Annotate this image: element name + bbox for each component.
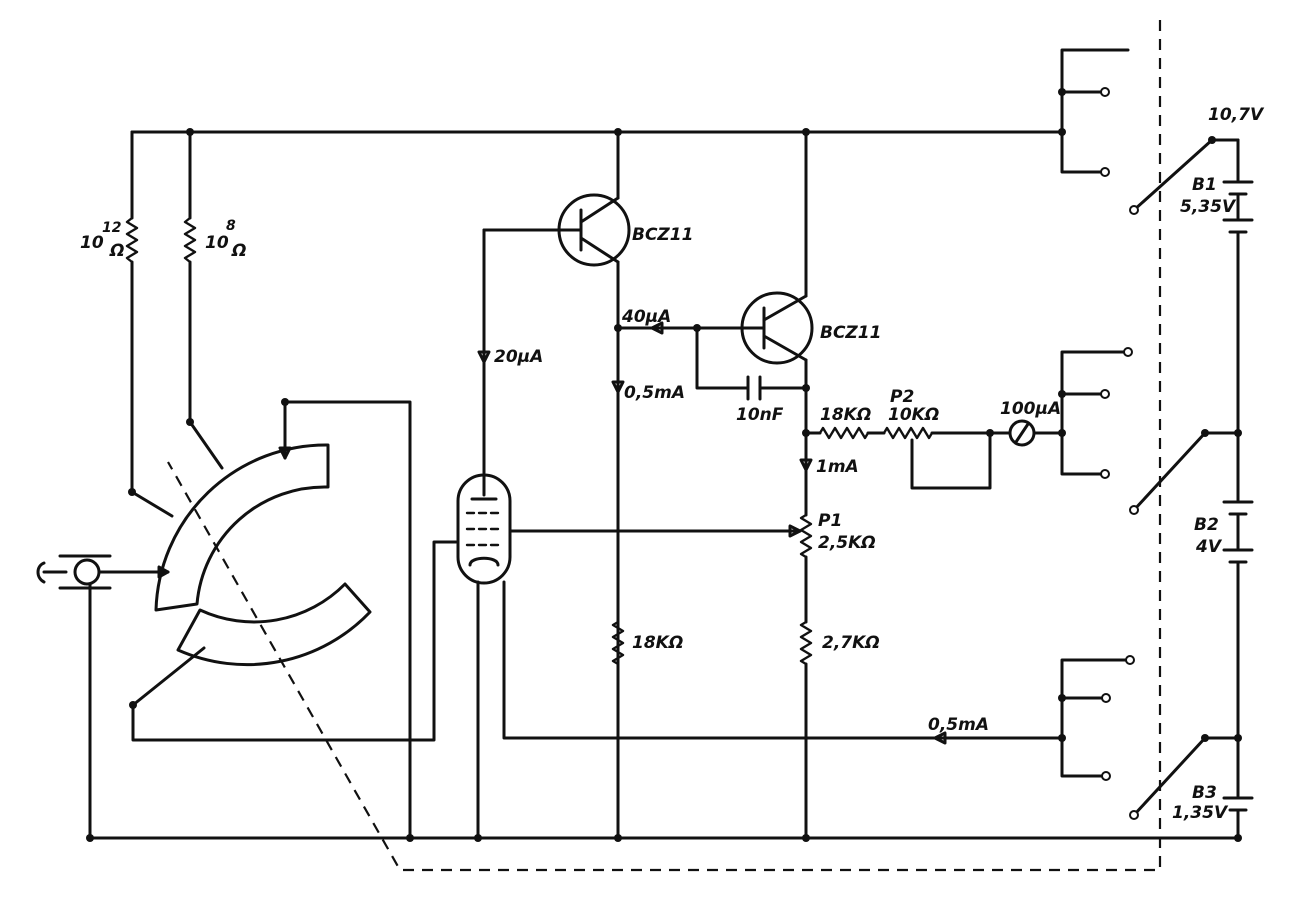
label-i-20ua: 20µA [494, 347, 543, 367]
label-meter: 100µA [1000, 399, 1061, 419]
label-t2: BCZ11 [820, 323, 881, 343]
battery-stack [1222, 138, 1254, 840]
label-b1-name: B1 [1192, 175, 1217, 195]
transistor-t2 [616, 130, 814, 365]
switch-blade-middle [1132, 431, 1240, 512]
electrometer-tube [456, 228, 1064, 840]
label-i-1ma: 1mA [816, 457, 859, 477]
label-i-05ma-bottom: 0,5mA [928, 715, 989, 735]
label-p2-name: P2 [890, 387, 914, 407]
selector-top [1060, 48, 1130, 174]
open-terminals [1100, 87, 1139, 820]
label-r8-base: 10 [205, 233, 229, 253]
label-r12-base: 10 [80, 233, 104, 253]
junction-dots [86, 88, 1242, 842]
label-p2-val: 10KΩ [888, 405, 939, 425]
capacitor-10nf [695, 326, 808, 401]
input-connector [36, 554, 170, 840]
label-p1-val: 2,5KΩ [818, 533, 876, 553]
label-b2-name: B2 [1194, 515, 1219, 535]
label-r12-exp: 12 [102, 220, 121, 236]
labels: 10 12 Ω 10 8 Ω BCZ11 BCZ11 20µA 40µA 0,5… [80, 105, 1265, 823]
label-b1-val: 5,35V [1180, 197, 1237, 217]
current-arrows [477, 321, 947, 745]
label-v-total: 10,7V [1208, 105, 1265, 125]
label-r12-unit: Ω [109, 241, 124, 261]
range-switch [131, 400, 458, 840]
label-i-05ma-top: 0,5mA [624, 383, 685, 403]
label-r8-exp: 8 [226, 218, 236, 234]
label-cap: 10nF [736, 405, 784, 425]
label-t1: BCZ11 [632, 225, 693, 245]
label-i-40ua: 40µA [621, 307, 671, 327]
label-b2-val: 4V [1195, 537, 1223, 557]
meter-branch [804, 419, 1064, 490]
label-r-18k-v: 18KΩ [632, 633, 683, 653]
resistor-18k-vertical [611, 620, 625, 666]
mechanical-coupling [167, 20, 1162, 872]
selector-bottom [1060, 658, 1132, 778]
label-p1-name: P1 [818, 511, 842, 531]
transistor-t1 [482, 130, 631, 840]
label-b3-val: 1,35V [1172, 803, 1229, 823]
label-r-18k-h: 18KΩ [820, 405, 871, 425]
selector-middle [1060, 350, 1130, 476]
label-b3-name: B3 [1192, 783, 1217, 803]
label-r8-unit: Ω [231, 241, 246, 261]
resistor-10e8 [130, 130, 224, 518]
label-r-27k: 2,7KΩ [822, 633, 880, 653]
resistor-10e12 [125, 130, 139, 494]
